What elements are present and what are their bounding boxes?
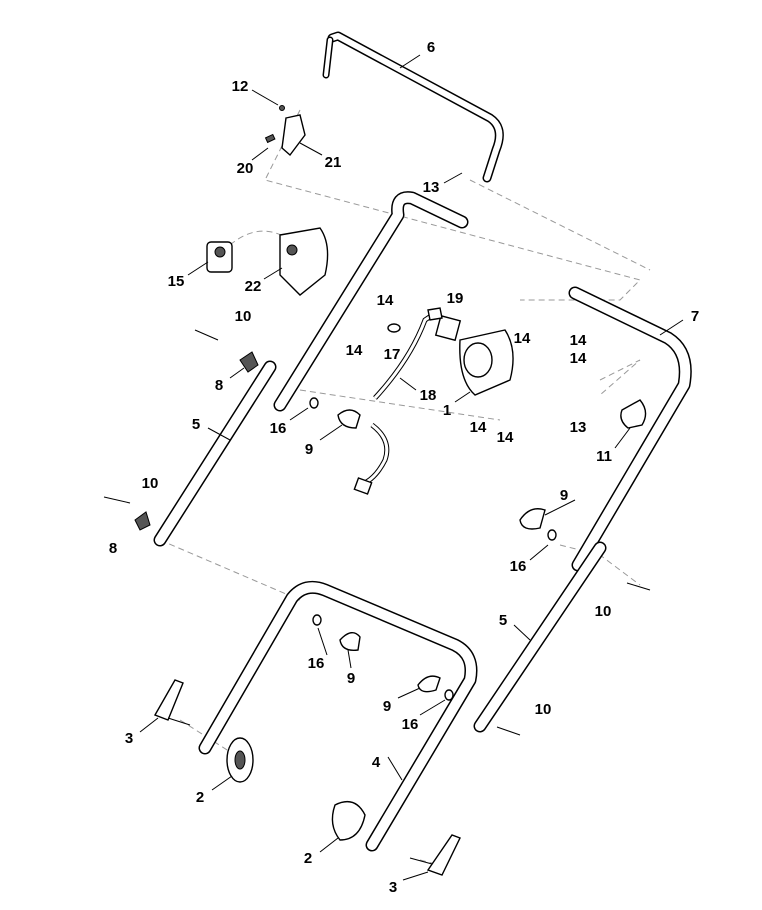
callout-2: 2 (304, 850, 312, 867)
callout-14: 14 (377, 292, 394, 309)
callout-21: 21 (325, 154, 342, 171)
callout-10: 10 (142, 475, 159, 492)
callout-9: 9 (347, 670, 355, 687)
callout-8: 8 (109, 540, 117, 557)
callout-2: 2 (196, 789, 204, 806)
callout-10: 10 (235, 308, 252, 325)
callout-16: 16 (308, 655, 325, 672)
callout-8: 8 (215, 377, 223, 394)
callout-10: 10 (535, 701, 552, 718)
callout-15: 15 (168, 273, 185, 290)
callout-labels: 6 12 20 21 13 15 22 14 19 10 14 17 14 14… (109, 39, 699, 896)
callout-14: 14 (470, 419, 487, 436)
lower-handle (198, 580, 478, 852)
callout-14: 14 (570, 332, 587, 349)
callout-16: 16 (270, 420, 287, 437)
callout-6: 6 (427, 39, 435, 56)
callout-17: 17 (384, 346, 401, 363)
callout-9: 9 (383, 698, 391, 715)
lower-tube-left (153, 360, 277, 547)
callout-14: 14 (346, 342, 363, 359)
callout-16: 16 (402, 716, 419, 733)
callout-13: 13 (570, 419, 587, 436)
cable-harness (353, 423, 390, 495)
middle-handle-left (273, 191, 469, 412)
callout-5: 5 (192, 416, 200, 433)
components (103, 105, 651, 876)
callout-12: 12 (232, 78, 249, 95)
callout-1: 1 (443, 402, 451, 419)
cable-18 (373, 307, 442, 400)
callout-13: 13 (423, 179, 440, 196)
callout-3: 3 (389, 879, 397, 896)
callout-7: 7 (691, 308, 699, 325)
callout-20: 20 (237, 160, 254, 177)
callout-19: 19 (447, 290, 464, 307)
lower-tube-right (473, 541, 607, 733)
callout-5: 5 (499, 612, 507, 629)
callout-14: 14 (514, 330, 531, 347)
callout-11: 11 (596, 448, 612, 465)
callout-10: 10 (595, 603, 612, 620)
callout-16: 16 (510, 558, 527, 575)
callout-14: 14 (497, 429, 514, 446)
handle-right (568, 286, 692, 572)
callout-14: 14 (570, 350, 587, 367)
callout-22: 22 (245, 278, 262, 295)
upper-handle-bar (322, 31, 504, 183)
callout-9: 9 (305, 441, 313, 458)
callout-3: 3 (125, 730, 133, 747)
callout-4: 4 (372, 754, 381, 771)
callout-18: 18 (420, 387, 437, 404)
leader-lines (139, 54, 684, 881)
callout-9: 9 (560, 487, 568, 504)
